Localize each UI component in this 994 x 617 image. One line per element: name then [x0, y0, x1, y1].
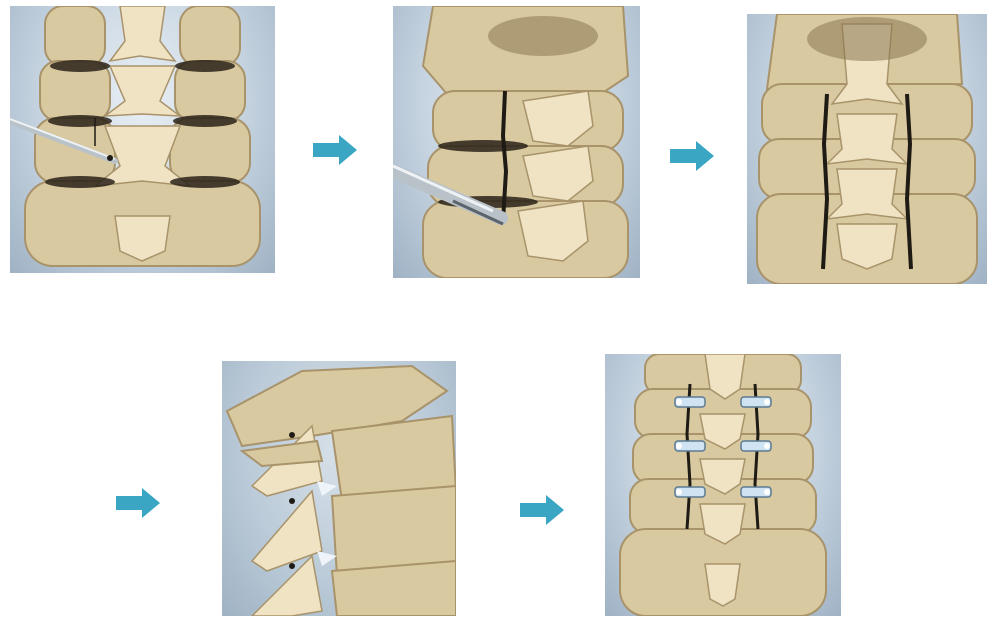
step-1-marking-image — [10, 6, 275, 273]
step-3-cut-lines-image — [747, 14, 987, 284]
spine-posterior-implants-icon — [605, 354, 841, 616]
step-2-cutting-image — [393, 6, 640, 278]
spine-lateral-opened-laminae-icon — [222, 361, 456, 616]
arrow-right-icon — [518, 493, 566, 527]
spine-posterior-cut-lines-icon — [747, 14, 987, 284]
spine-oblique-cutting-icon — [393, 6, 640, 278]
spine-posterior-marking-icon — [10, 6, 275, 273]
step-4-opened-laminae-image — [222, 361, 456, 616]
arrow-right-icon — [114, 486, 162, 520]
arrow-right-icon — [311, 133, 359, 167]
step-5-implants-image — [605, 354, 841, 616]
arrow-right-icon — [668, 139, 716, 173]
